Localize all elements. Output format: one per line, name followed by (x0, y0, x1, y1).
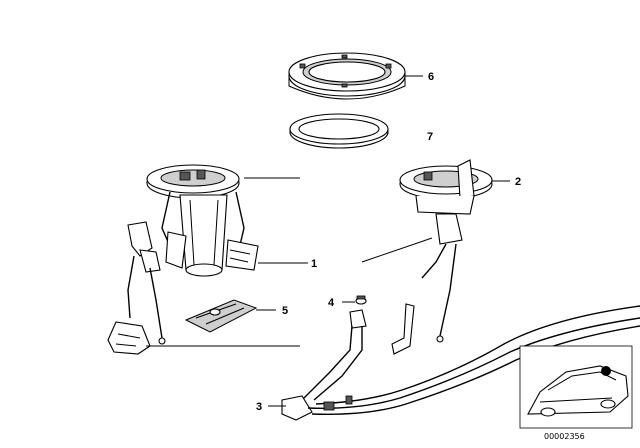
callout-4: 4 (328, 297, 335, 309)
level-sensor-left (107, 221, 166, 355)
fuel-pump-assembly (146, 164, 259, 277)
location-marker-icon (601, 366, 611, 376)
locking-ring (288, 52, 406, 100)
leader-lines (146, 75, 510, 407)
filter-element (184, 299, 258, 333)
callout-1: 1 (311, 258, 317, 270)
suction-jet-pump (281, 305, 640, 421)
vehicle-thumbnail (519, 345, 633, 429)
document-number: 00002356 (544, 432, 585, 441)
callout-2: 2 (515, 176, 521, 188)
callout-5: 5 (282, 305, 288, 317)
small-clamp (355, 295, 367, 305)
callout-6: 6 (428, 71, 434, 83)
level-sensor-right (391, 159, 493, 355)
callout-7: 7 (427, 131, 433, 143)
callout-3: 3 (256, 401, 262, 413)
seal-ring (289, 113, 389, 149)
